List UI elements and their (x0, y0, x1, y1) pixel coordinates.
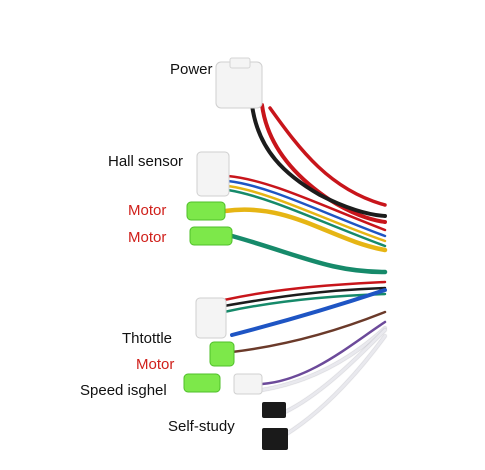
self-study-connector-1 (262, 402, 286, 418)
wire-white-3 (283, 334, 387, 437)
label-motor-1: Motor (128, 202, 167, 219)
wire-power-red-2 (268, 106, 387, 207)
motor-connector-1 (186, 201, 226, 221)
self-study-connector-2 (262, 428, 288, 450)
motor-connector-3 (209, 341, 235, 367)
label-motor-2: Motor (128, 229, 167, 246)
wire-motor-green (229, 233, 388, 275)
wire-throttle-red (222, 280, 387, 302)
throttle-connector (195, 297, 227, 339)
wire-purple (260, 320, 387, 386)
power-connector (215, 57, 263, 109)
hall-sensor-connector (196, 151, 230, 197)
wire-hall-green (226, 188, 387, 248)
label-hall-sensor: Hall sensor (108, 153, 184, 170)
wire-bundle (222, 103, 388, 437)
wire-power-black (250, 103, 387, 218)
label-self-study: Self-study (168, 418, 235, 435)
speed-connector (183, 373, 263, 395)
wire-hall-red (226, 174, 387, 232)
label-speed: Speed isghel (80, 382, 167, 399)
wire-white-1 (260, 326, 387, 392)
motor-connector-2 (189, 226, 233, 246)
label-motor-3: Motor (136, 356, 175, 373)
wire-brown (230, 310, 387, 354)
wire-blue (230, 288, 387, 337)
wire-white-2 (283, 328, 387, 414)
wire-hall-blue (226, 179, 387, 238)
wire-motor-yellow (222, 207, 388, 253)
wire-throttle-black (222, 286, 387, 308)
wire-throttle-green (222, 292, 387, 314)
label-power: Power (170, 61, 213, 78)
label-throttle: Thtottle (122, 330, 173, 347)
wire-hall-yellow (226, 184, 387, 243)
